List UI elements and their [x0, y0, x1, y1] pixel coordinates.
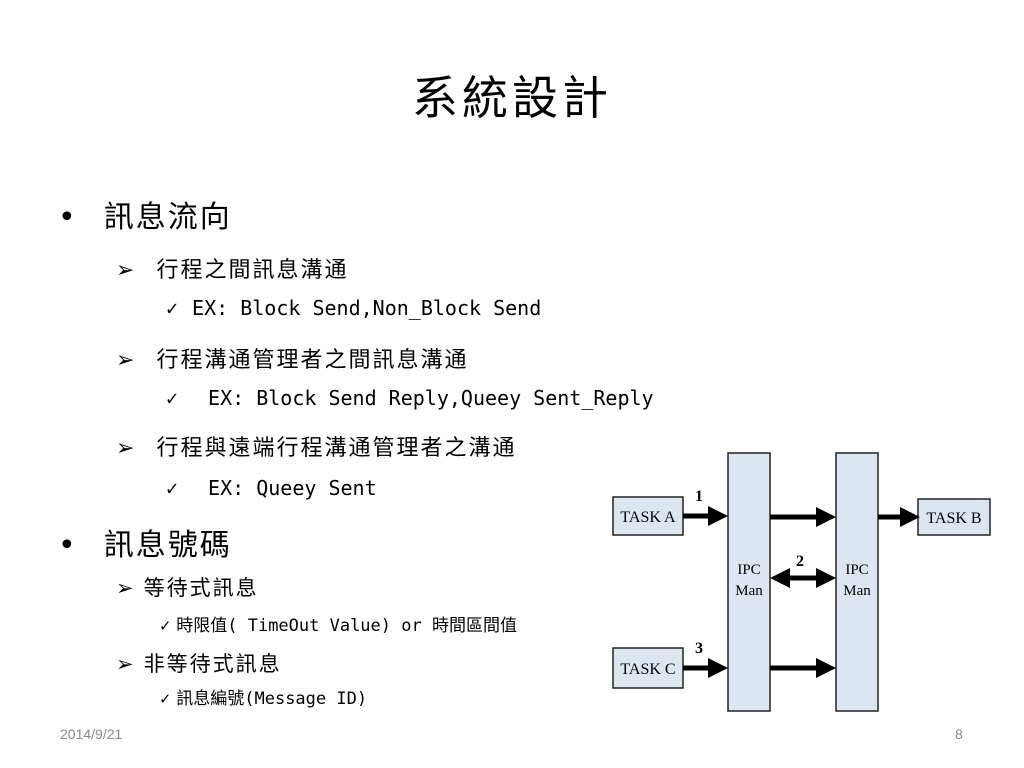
- sub-item-label: 行程之間訊息溝通: [156, 258, 349, 283]
- section-1-label: 訊息流向: [103, 200, 232, 235]
- task-b-label: TASK B: [926, 510, 981, 527]
- arrow-bullet-icon: ➢: [116, 258, 137, 283]
- task-b-box: [917, 498, 991, 536]
- detail-label: 訊息編號(Message ID): [176, 689, 368, 709]
- bullet-icon: •: [58, 200, 78, 235]
- footer-page-number: 8: [955, 726, 963, 742]
- check-icon: ✓: [160, 616, 171, 636]
- detail-item-1-3: ✓ EX: Queey Sent: [166, 476, 377, 500]
- sub-item-label: 行程與遠端行程溝通管理者之溝通: [156, 436, 517, 461]
- ipc-man-right-box: [835, 452, 879, 712]
- arrow-bullet-icon: ➢: [116, 348, 137, 373]
- sub-item-label: 非等待式訊息: [143, 652, 282, 676]
- slide-title: 系統設計: [412, 71, 612, 125]
- task-a-box: [612, 496, 684, 536]
- check-icon: ✓: [166, 296, 179, 320]
- detail-item-1-1: ✓ EX: Block Send,Non_Block Send: [166, 296, 541, 320]
- check-icon: ✓: [166, 476, 179, 500]
- ipc-man-left-box: [727, 452, 771, 712]
- bullet-icon: •: [58, 528, 78, 563]
- arrow-bullet-icon: ➢: [116, 576, 136, 600]
- detail-item-1-2: ✓ EX: Block Send Reply,Queey Sent_Reply: [166, 386, 654, 410]
- arrow-bullet-icon: ➢: [116, 436, 137, 461]
- ipc-left-label-line1: IPC: [737, 562, 760, 578]
- flow-number-2: 2: [796, 553, 804, 570]
- check-icon: ✓: [166, 386, 179, 410]
- detail-item-2-1: ✓時限值( TimeOut Value) or 時間區間值: [160, 611, 517, 636]
- task-c-box: [612, 647, 684, 689]
- sub-item-1-3: ➢ 行程與遠端行程溝通管理者之溝通: [116, 430, 516, 462]
- footer-date: 2014/9/21: [60, 726, 123, 742]
- sub-item-2-2: ➢ 非等待式訊息: [116, 648, 282, 678]
- ipc-left-label-line2: Man: [735, 583, 763, 599]
- ipc-right-label-line2: Man: [843, 583, 871, 599]
- sub-item-2-1: ➢ 等待式訊息: [116, 572, 259, 602]
- task-a-label: TASK A: [620, 509, 676, 526]
- arrow-bullet-icon: ➢: [116, 652, 136, 676]
- sub-item-label: 行程溝通管理者之間訊息溝通: [156, 348, 469, 373]
- bullet-item-section-2: • 訊息號碼: [58, 520, 232, 564]
- ipc-diagram: TASK A TASK B TASK C IPC Man IPC Man 1 2…: [612, 452, 991, 712]
- flow-number-1: 1: [695, 488, 703, 505]
- sub-item-label: 等待式訊息: [143, 576, 259, 600]
- sub-item-1-2: ➢ 行程溝通管理者之間訊息溝通: [116, 342, 468, 374]
- sub-item-1-1: ➢ 行程之間訊息溝通: [116, 252, 348, 284]
- detail-item-2-2: ✓訊息編號(Message ID): [160, 684, 367, 709]
- detail-label: EX: Queey Sent: [208, 476, 377, 500]
- detail-label: EX: Block Send Reply,Queey Sent_Reply: [208, 386, 654, 410]
- flow-number-3: 3: [695, 640, 703, 657]
- bullet-item-section-1: • 訊息流向: [58, 192, 232, 236]
- check-icon: ✓: [160, 689, 171, 709]
- section-2-label: 訊息號碼: [103, 528, 232, 563]
- task-c-label: TASK C: [620, 661, 675, 678]
- detail-label: 時限值( TimeOut Value) or 時間區間值: [176, 616, 517, 636]
- detail-label: EX: Block Send,Non_Block Send: [192, 296, 542, 320]
- ipc-right-label-line1: IPC: [845, 562, 868, 578]
